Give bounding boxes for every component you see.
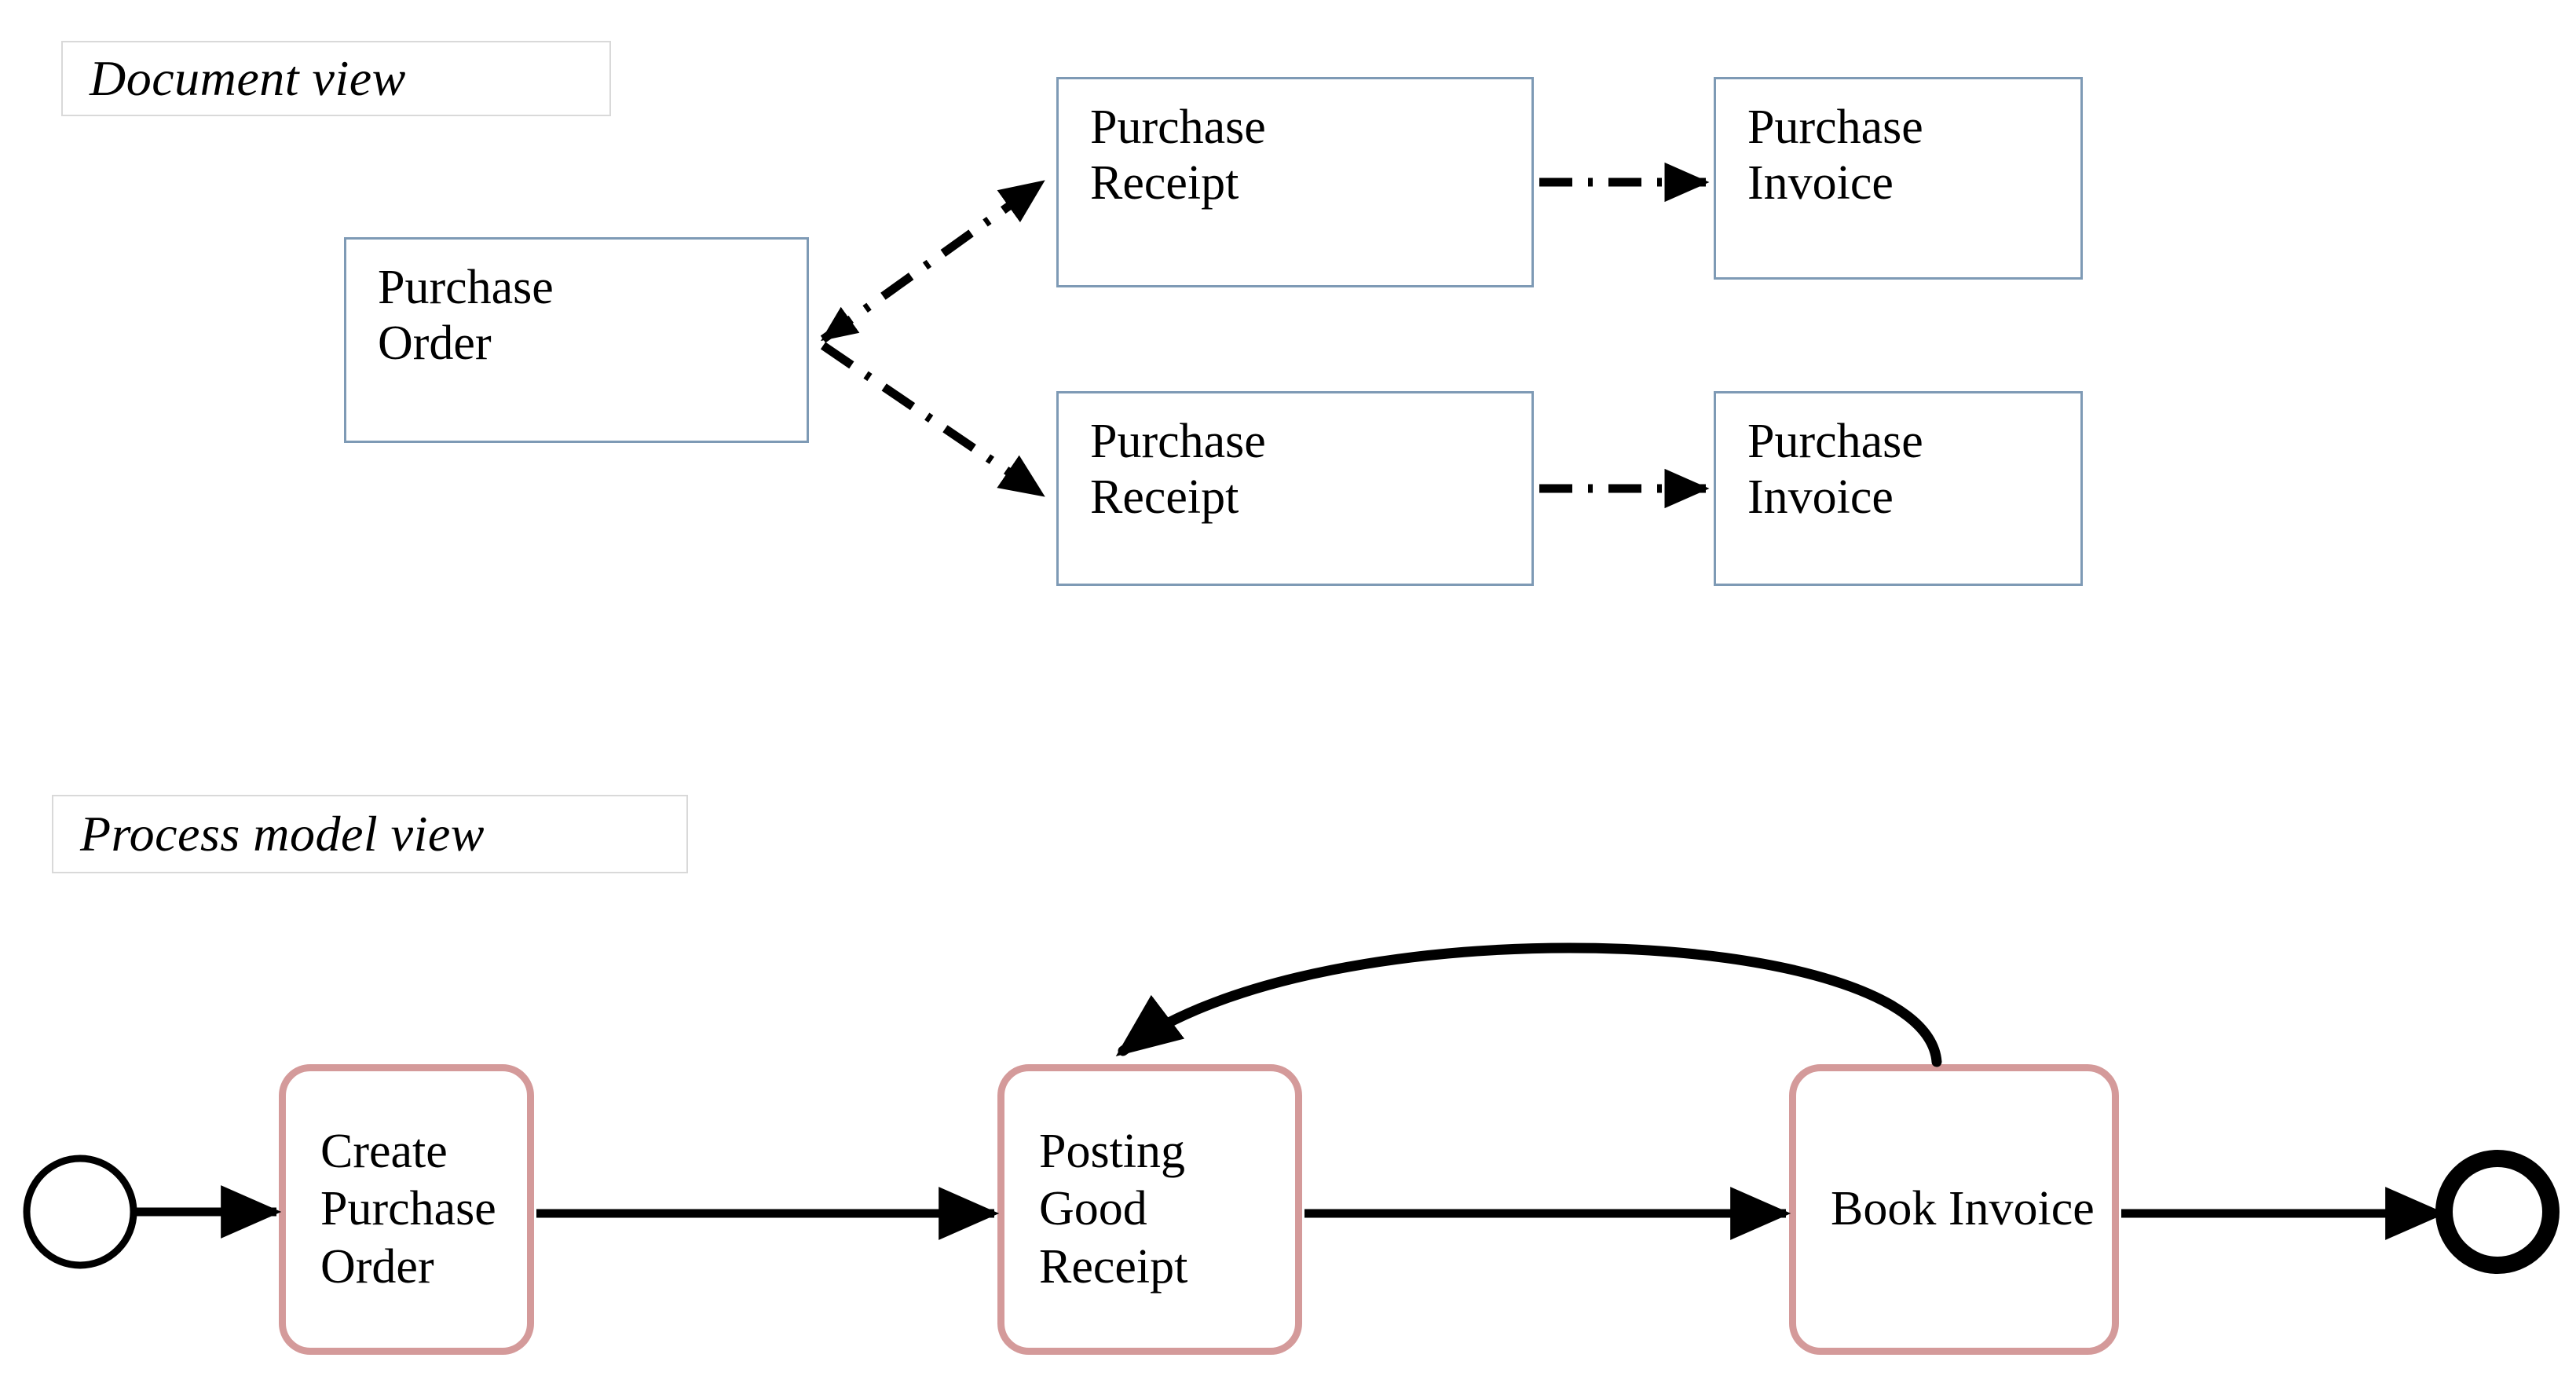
document-node-purchase-receipt-2[interactable]: Purchase Receipt xyxy=(1056,391,1534,586)
document-node-purchase-receipt-1[interactable]: Purchase Receipt xyxy=(1056,77,1534,287)
document-view-label: Document view xyxy=(61,41,611,116)
document-node-purchase-invoice-1[interactable]: Purchase Invoice xyxy=(1714,77,2083,280)
process-model-view-label: Process model view xyxy=(52,795,688,873)
task-posting-good-receipt[interactable]: Posting Good Receipt xyxy=(997,1064,1302,1355)
doc-edge-po-to-receipt-1[interactable] xyxy=(820,178,1045,343)
task-create-purchase-order[interactable]: Create Purchase Order xyxy=(279,1064,534,1355)
task-book-invoice[interactable]: Book Invoice xyxy=(1789,1064,2119,1355)
flow-book-inv-loopback-to-post-gr[interactable] xyxy=(1115,942,1942,1067)
start-event-circle[interactable] xyxy=(23,1155,137,1269)
doc-edge-po-to-receipt-2[interactable] xyxy=(820,342,1045,499)
document-node-purchase-order[interactable]: Purchase Order xyxy=(344,237,809,443)
end-event-circle[interactable] xyxy=(2435,1150,2560,1274)
document-node-purchase-invoice-2[interactable]: Purchase Invoice xyxy=(1714,391,2083,586)
